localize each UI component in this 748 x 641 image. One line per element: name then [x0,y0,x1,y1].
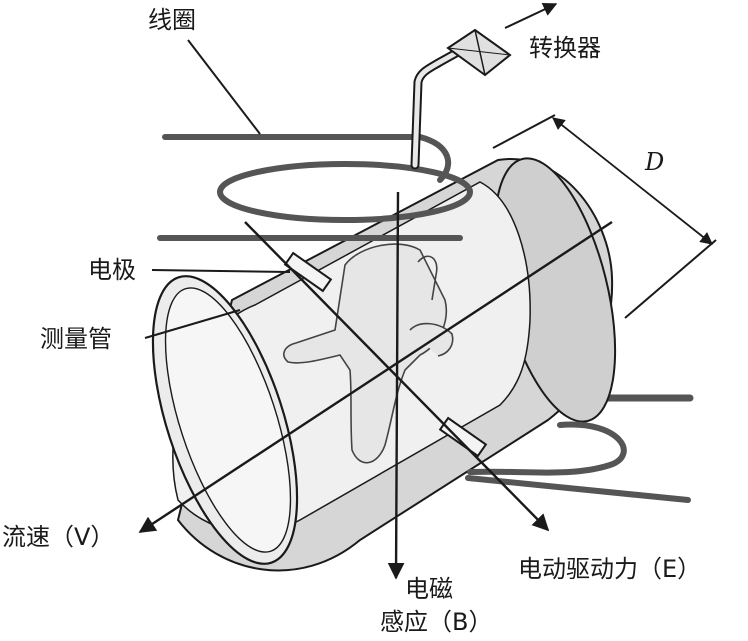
diameter-dimension-line [552,117,713,245]
diameter-label: D [645,148,665,176]
tube-front-inner [164,287,292,553]
induction-label-line1: 电磁 [405,575,453,603]
flow-velocity-label: 流速（V） [2,523,115,551]
measuring-tube-label: 测量管 [40,325,112,353]
flow-velocity-axis [138,220,613,534]
right-hand-rule-hand [283,243,454,464]
induction-axis [387,191,405,580]
converter-cable [410,47,463,170]
converter-box [446,28,512,77]
converter-output-arrow [504,3,558,29]
diameter-ext-top [492,114,556,149]
coil-label: 线圈 [148,6,196,34]
lower-coil [465,421,691,503]
coil-leader [187,39,261,135]
converter-label: 转换器 [529,34,601,62]
emf-label: 电动驱动力（E） [518,555,702,583]
electrode-top [283,251,333,293]
diameter-ext-bottom [624,239,717,319]
tube-leader [144,309,241,339]
induction-label-line2: 感应（B） [380,608,493,636]
electrode-label: 电极 [88,256,136,284]
electrode-leader [151,269,291,273]
